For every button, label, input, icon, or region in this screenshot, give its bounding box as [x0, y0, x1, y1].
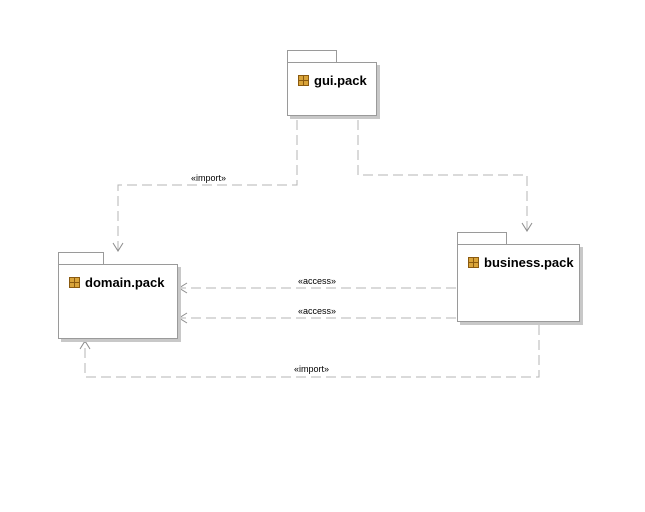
stereotype-label-import-business-domain: «import» [293, 364, 331, 374]
arrowhead-import-domain [79, 340, 91, 350]
dependency-business-to-domain-import[interactable] [84, 325, 540, 378]
arrowhead-access-2 [178, 312, 188, 324]
package-body: gui.pack [287, 62, 377, 116]
package-icon [468, 257, 479, 268]
package-title: gui.pack [298, 73, 367, 88]
package-title: business.pack [468, 255, 574, 270]
package-body: domain.pack [58, 264, 178, 339]
arrowhead-gui-business [521, 222, 533, 232]
stereotype-label-import-gui-domain: «import» [190, 173, 228, 183]
package-title: domain.pack [69, 275, 164, 290]
package-body: business.pack [457, 244, 580, 322]
package-tab [457, 232, 507, 245]
package-tab [58, 252, 104, 265]
package-business[interactable]: business.pack [457, 232, 580, 324]
package-icon [298, 75, 309, 86]
package-name: gui.pack [314, 73, 367, 88]
package-gui[interactable]: gui.pack [287, 50, 377, 118]
package-tab [287, 50, 337, 63]
arrowhead-gui-domain [112, 242, 124, 252]
dependency-gui-to-domain[interactable] [117, 120, 298, 250]
package-domain[interactable]: domain.pack [58, 252, 178, 341]
stereotype-label-access-2: «access» [297, 306, 338, 316]
package-icon [69, 277, 80, 288]
package-name: domain.pack [85, 275, 165, 290]
arrowhead-access-1 [178, 282, 188, 294]
package-name: business.pack [484, 255, 574, 270]
dependency-gui-to-business[interactable] [357, 120, 528, 230]
stereotype-label-access-1: «access» [297, 276, 338, 286]
